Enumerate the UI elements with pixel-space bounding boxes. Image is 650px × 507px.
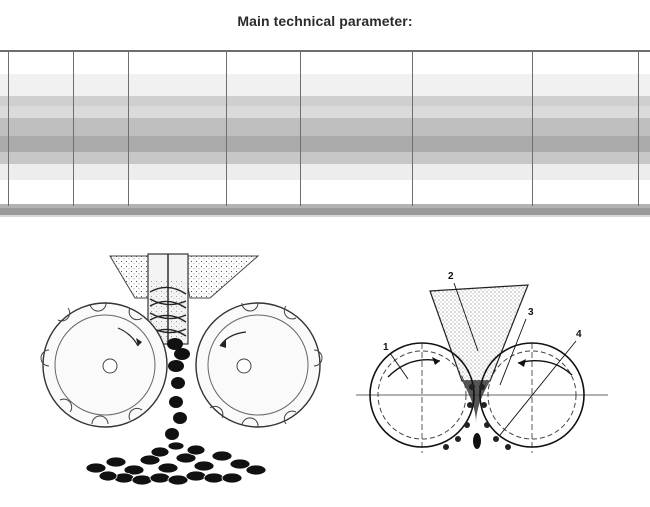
schematic-briquette [473,433,481,449]
table-column-line [8,50,9,206]
table-column-line [638,50,639,206]
page-title: Main technical parameter: [237,13,413,29]
left-roller [40,301,168,428]
right-roller [195,302,323,428]
schematic-nip-material [462,381,490,423]
schematic-left-roll [369,342,475,448]
hopper-left-wall [109,255,151,299]
table-row-5 [0,118,650,136]
table-row-6 [0,136,650,152]
roller-press-illustration [0,240,330,507]
callout-2: 2 [448,271,454,282]
table-row-2 [0,74,650,96]
table-top-rule [0,50,650,52]
briquette-pile [85,441,267,486]
schematic-hopper [429,284,529,382]
roller-schematic: 1 2 3 4 [350,255,620,495]
table-bottom-rule [0,204,650,208]
schematic-right-roll [479,342,585,448]
callout-3: 3 [528,307,534,318]
technical-parameter-table [0,50,650,220]
table-column-line [128,50,129,206]
callout-1: 1 [383,342,389,353]
hopper-right-wall [181,255,260,299]
table-row-8 [0,164,650,180]
table-row-4 [0,106,650,118]
table-row-1 [0,52,650,74]
table-column-line [532,50,533,206]
table-bottom-shadow [0,208,650,215]
callout-4: 4 [576,329,582,340]
table-column-line [73,50,74,206]
table-row-9 [0,180,650,204]
table-column-line [226,50,227,206]
falling-briquettes [165,338,190,440]
table-bottom-edge [0,215,650,217]
table-row-7 [0,152,650,164]
table-row-3 [0,96,650,106]
roller-press-svg [40,253,323,486]
table-column-line [412,50,413,206]
roller-schematic-svg: 1 2 3 4 [356,271,608,453]
schematic-pockets [443,384,511,450]
callout-leaders [389,282,577,436]
table-column-line [300,50,301,206]
